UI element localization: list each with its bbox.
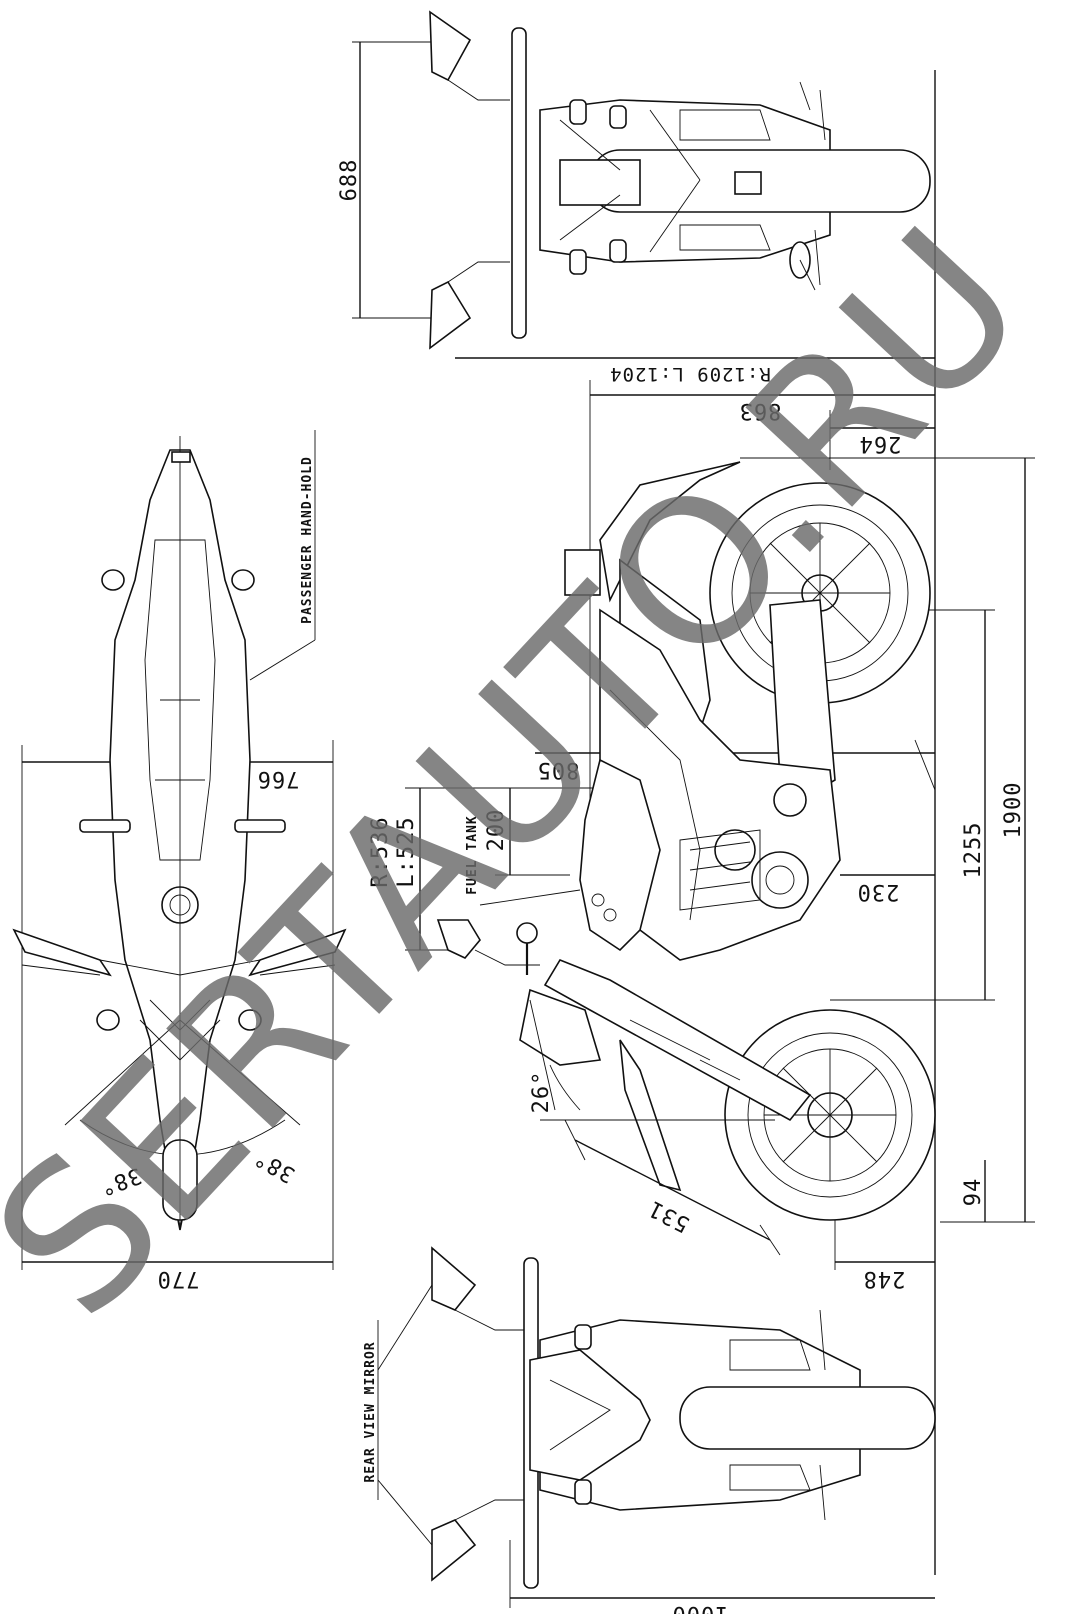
rear-view-bottom	[377, 1246, 936, 1608]
dim-r536: R:536	[368, 816, 393, 887]
dim-1255: 1255	[961, 822, 986, 879]
front-view-top	[352, 10, 936, 1575]
side-view-center	[405, 380, 1035, 1270]
rear-wheel-spokes	[750, 523, 890, 663]
dim-770: 770	[157, 1266, 200, 1291]
top-view-left	[12, 430, 347, 1270]
passenger-hand-hold-label: PASSENGER HAND-HOLD	[300, 456, 315, 624]
dim-1900: 1900	[1001, 782, 1026, 839]
dim-264: 264	[859, 431, 902, 456]
dim-805: 805	[537, 757, 580, 782]
dim-200: 200	[484, 809, 509, 852]
rear-view-mirror-label: REAR VIEW MIRROR	[363, 1341, 378, 1482]
dim-mirror-width: R:1209 L:1204	[609, 363, 771, 385]
dim-863: 863	[739, 398, 782, 423]
dimension-labels: 688 R:1209 L:1204 863 264 805 766 200 R:…	[96, 159, 1026, 1614]
dim-26-degrees: 26°	[529, 1071, 554, 1114]
dim-766: 766	[257, 766, 300, 791]
dim-248: 248	[863, 1266, 906, 1291]
dim-l525: L:525	[394, 816, 419, 887]
fuel-tank-label: FUEL TANK	[465, 815, 480, 894]
dim-1000: 1000	[672, 1601, 729, 1614]
front-wheel-spokes	[764, 1049, 896, 1181]
dim-94: 94	[961, 1178, 986, 1207]
dim-230: 230	[857, 879, 900, 904]
dim-688: 688	[337, 159, 362, 202]
dim-531: 531	[644, 1195, 693, 1237]
callout-labels: PASSENGER HAND-HOLD REAR VIEW MIRROR FUE…	[300, 456, 480, 1482]
